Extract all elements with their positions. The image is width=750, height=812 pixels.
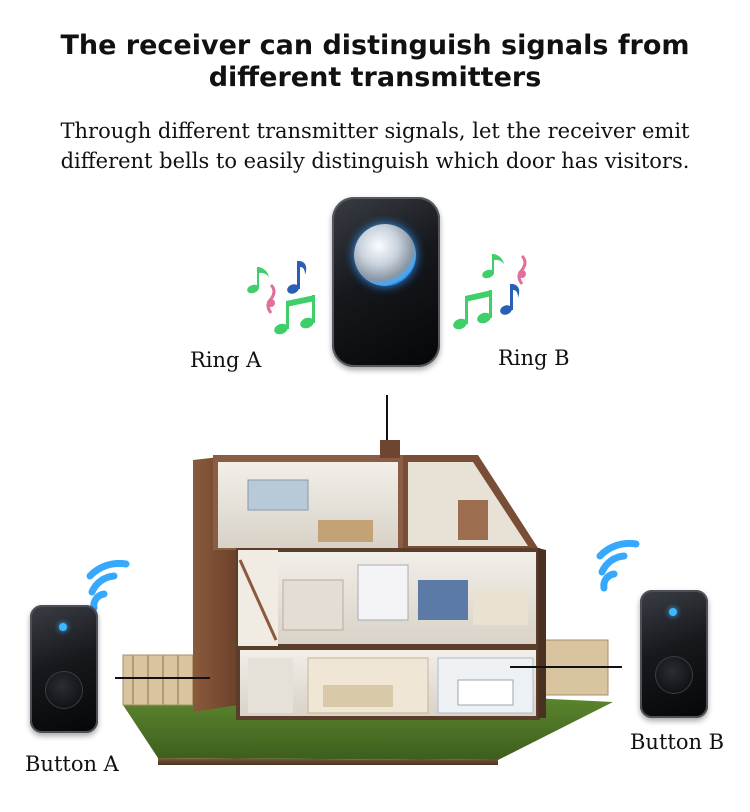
doorbell-button-icon (640, 590, 708, 718)
title-line-2: different transmitters (208, 62, 542, 93)
wifi-signal-icon (86, 560, 130, 612)
wifi-signal-icon (596, 540, 640, 592)
button-a-connector-line (115, 677, 210, 679)
house-cutaway-icon (122, 440, 613, 765)
subtitle-line-1: Through different transmitter signals, l… (60, 119, 690, 143)
page-title: The receiver can distinguish signals fro… (0, 30, 750, 94)
button-b-label: Button B (630, 730, 725, 754)
press-button (655, 656, 693, 694)
title-line-1: The receiver can distinguish signals fro… (60, 30, 690, 61)
music-notes-icon (453, 254, 527, 330)
ring-a-label: Ring A (190, 348, 262, 372)
receiver-light-ring (354, 224, 416, 286)
ring-b-label: Ring B (498, 346, 570, 370)
subtitle-line-2: different bells to easily distinguish wh… (60, 149, 690, 173)
page-subtitle: Through different transmitter signals, l… (20, 116, 730, 176)
music-notes-icon (247, 261, 315, 335)
led-indicator (669, 608, 677, 616)
press-button (45, 671, 83, 709)
button-a-label: Button A (25, 752, 119, 776)
button-b-connector-line (510, 666, 622, 668)
doorbell-button-icon (30, 605, 98, 733)
doorbell-receiver-icon (332, 197, 440, 367)
led-indicator (59, 623, 67, 631)
